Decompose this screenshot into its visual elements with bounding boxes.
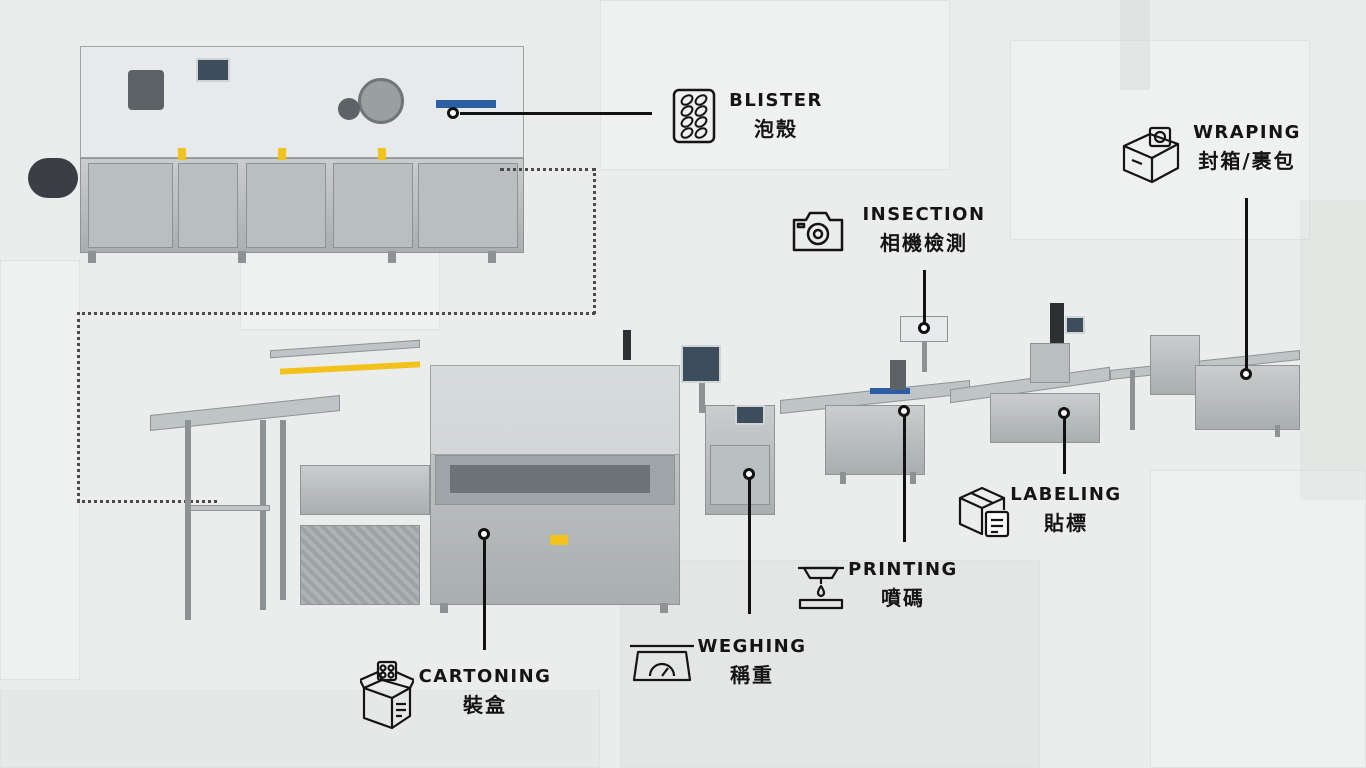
cartoning-label: CARTONING 裝盒 [416,666,554,718]
tape-box-icon [1122,126,1180,184]
weighing-machine [665,345,785,535]
weghing-label: WEGHING 稱重 [696,636,808,688]
cartoning-marker [478,528,490,540]
weghing-label-zh: 稱重 [730,663,774,687]
labeling-label: LABELING 貼標 [1008,484,1124,536]
wrapping-machine [1110,325,1305,440]
blister-label-en: BLISTER [729,90,823,111]
cartoning-leader [483,540,486,650]
printing-marker [898,405,910,417]
labeling-leader [1063,418,1066,474]
labeling-marker [1058,407,1070,419]
blister-label-zh: 泡殼 [754,117,798,141]
wraping-marker [1240,368,1252,380]
insection-marker [918,322,930,334]
printing-label-zh: 噴碼 [881,586,925,610]
wraping-label-zh: 封箱/裹包 [1198,149,1296,173]
insection-label-en: INSECTION [862,204,986,225]
inkjet-printer-icon [798,566,844,610]
insection-label-zh: 相機檢測 [880,231,968,255]
flow-connector-right [593,168,596,314]
blister-marker [447,107,459,119]
flow-connector-bottom [77,500,217,503]
printing-label-en: PRINTING [848,559,958,580]
blister-leader [460,112,652,115]
insection-label: INSECTION 相機檢測 [858,204,990,256]
wraping-label-en: WRAPING [1193,122,1301,143]
weghing-marker [743,468,755,480]
printing-leader [903,414,906,542]
flow-connector-top [500,168,596,171]
blister-machine [28,38,528,268]
labeling-machine [950,298,1120,448]
cartoning-machine [150,325,690,645]
open-carton-icon [360,660,414,730]
weghing-leader [748,478,751,614]
blister-pack-icon [672,88,716,144]
camera-icon [792,211,844,252]
labeling-label-en: LABELING [1010,484,1122,505]
labeled-boxes-icon [958,486,1010,538]
labeling-label-zh: 貼標 [1044,511,1088,535]
flow-connector-left [77,312,80,502]
wraping-leader [1245,198,1248,372]
printing-machine [780,360,980,490]
printing-label: PRINTING 噴碼 [846,559,960,611]
weghing-label-en: WEGHING [697,636,807,657]
wraping-label: WRAPING 封箱/裹包 [1186,122,1308,174]
cartoning-label-en: CARTONING [418,666,552,687]
flow-connector-mid [77,312,595,315]
scale-icon [630,644,694,682]
insection-leader [923,270,926,325]
cartoning-label-zh: 裝盒 [463,693,507,717]
blister-label: BLISTER 泡殼 [726,90,826,142]
